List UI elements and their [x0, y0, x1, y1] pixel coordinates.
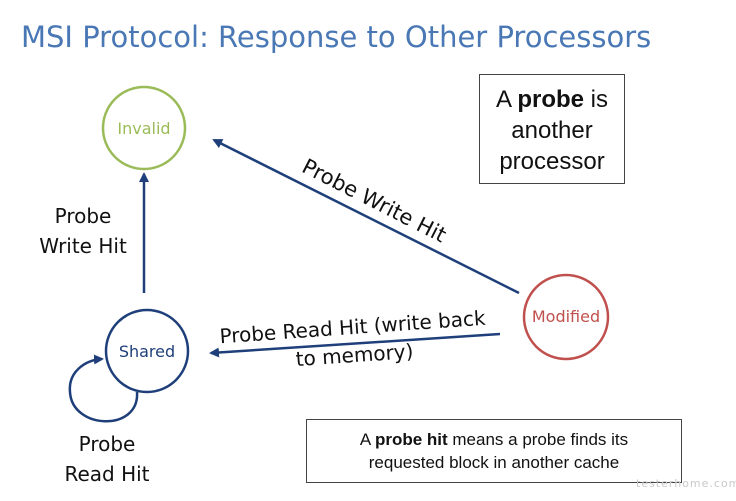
edge-shared-self-loop: [68, 354, 139, 423]
edge-label-probe-write-hit-shared: Probe Write Hit: [39, 204, 127, 258]
edge-modified-to-shared: [209, 332, 501, 358]
edge-label-probe-read-hit-line2: to memory): [295, 339, 414, 371]
note-probe-definition: A probe is another processor: [479, 74, 625, 184]
note-probe-hit-definition: A probe hit means a probe finds its requ…: [306, 419, 682, 483]
node-shared: Shared: [104, 308, 190, 394]
node-modified: Modified: [522, 273, 610, 361]
edge-modified-to-invalid: [212, 138, 520, 295]
edge-label-probe-read-hit-shared: Probe Read Hit: [64, 432, 150, 486]
node-shared-label: Shared: [119, 342, 175, 361]
slide-title: MSI Protocol: Response to Other Processo…: [21, 20, 652, 54]
node-invalid: Invalid: [101, 85, 187, 171]
edge-label-probe-write-hit-modified: Probe Write Hit: [298, 154, 450, 247]
node-invalid-label: Invalid: [117, 119, 170, 138]
watermark: testerhome.com: [636, 477, 736, 490]
edge-label-probe-read-hit-line1: Probe Read Hit (write back: [219, 306, 487, 349]
node-modified-label: Modified: [532, 307, 600, 326]
